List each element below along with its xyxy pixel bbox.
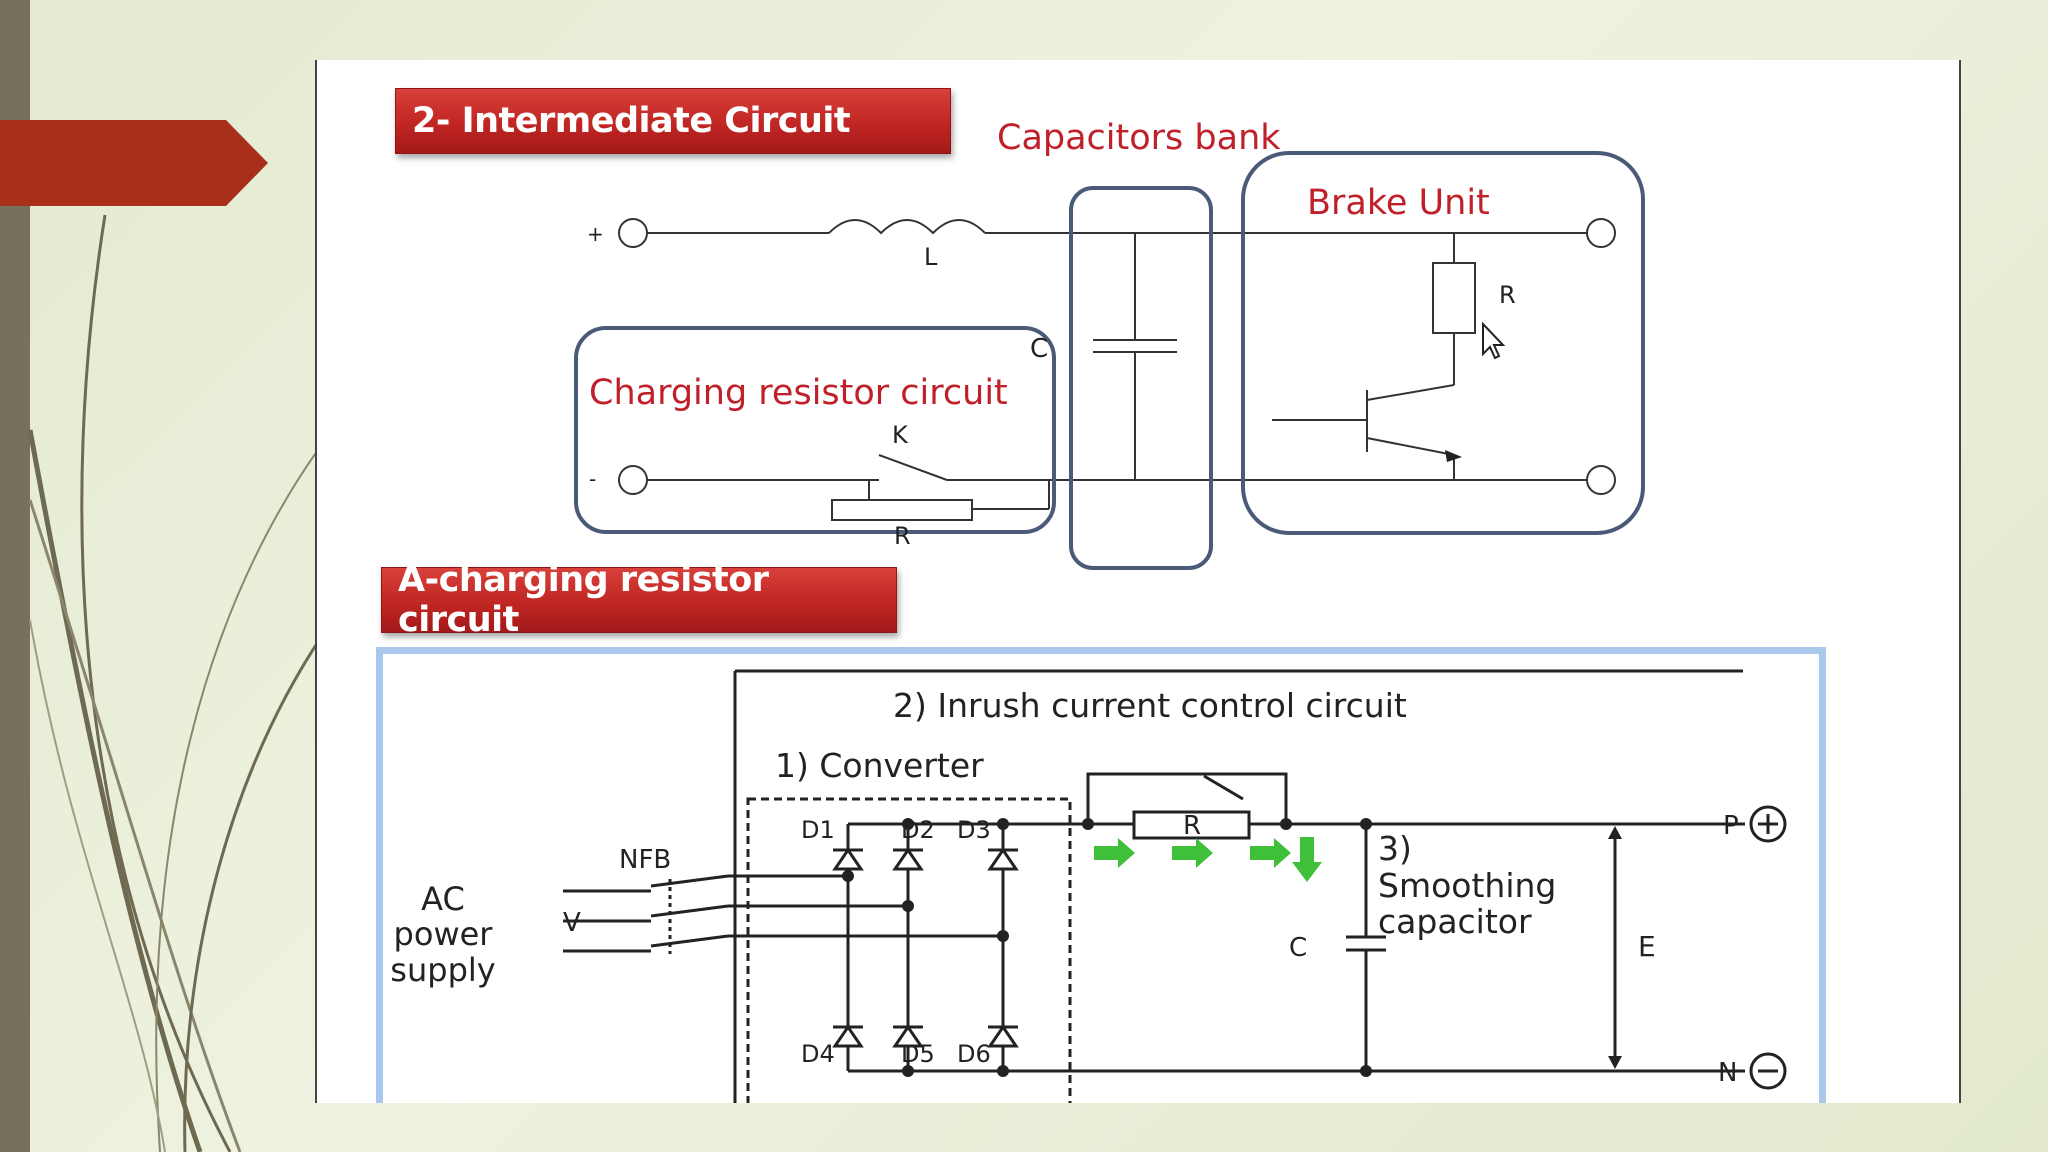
intermediate-circuit-banner: 2- Intermediate Circuit bbox=[395, 88, 951, 154]
resistor-r-label: R bbox=[1183, 811, 1201, 841]
d5-label: D5 bbox=[901, 1040, 935, 1068]
charging-resistor-circuit-label: Charging resistor circuit bbox=[589, 373, 1008, 413]
title-arrow-marker bbox=[0, 120, 268, 206]
nfb-label: NFB bbox=[619, 845, 671, 875]
converter-label: 1) Converter bbox=[775, 746, 984, 785]
ac-label-1: AC bbox=[421, 880, 465, 918]
intermediate-circuit-diagram: + - L C K R R bbox=[574, 151, 1645, 570]
capacitor-c-label: C bbox=[1289, 933, 1307, 963]
d4-label: D4 bbox=[801, 1040, 835, 1068]
d6-label: D6 bbox=[957, 1040, 991, 1068]
d3-label: D3 bbox=[957, 816, 991, 844]
inductor-label: L bbox=[924, 243, 938, 271]
ac-label-3: supply bbox=[390, 951, 495, 989]
brake-resistor-label: R bbox=[1499, 281, 1516, 309]
voltage-label: V bbox=[563, 908, 581, 938]
slide-content-image: 2- Intermediate Circuit Capacitors bank … bbox=[315, 60, 1961, 1103]
ac-label-2: power bbox=[394, 915, 494, 953]
e-label: E bbox=[1638, 930, 1656, 963]
decorative-curves bbox=[27, 214, 340, 1152]
capacitor-c-label: C bbox=[1030, 334, 1048, 364]
d1-label: D1 bbox=[801, 816, 835, 844]
inrush-diagram-panel: 2) Inrush current control circuit 1) Con… bbox=[376, 647, 1826, 1103]
smoothing-label-1: 3) bbox=[1378, 829, 1412, 868]
brake-unit-label: Brake Unit bbox=[1307, 183, 1490, 223]
d2-label: D2 bbox=[901, 816, 935, 844]
p-terminal-label: P bbox=[1723, 811, 1739, 841]
smoothing-label-2: Smoothing bbox=[1378, 866, 1556, 905]
capacitors-bank-label: Capacitors bank bbox=[997, 118, 1281, 158]
n-terminal-label: N bbox=[1718, 1058, 1737, 1088]
inrush-label: 2) Inrush current control circuit bbox=[893, 686, 1407, 725]
charging-resistor-label: R bbox=[894, 522, 911, 550]
switch-k-label: K bbox=[892, 421, 909, 449]
minus-terminal-label: - bbox=[589, 467, 596, 491]
smoothing-label-3: capacitor bbox=[1378, 902, 1532, 941]
inrush-circuit-diagram: 2) Inrush current control circuit 1) Con… bbox=[390, 669, 1787, 1103]
plus-terminal-label: + bbox=[587, 222, 604, 246]
charging-resistor-banner: A-charging resistor circuit bbox=[381, 560, 897, 640]
